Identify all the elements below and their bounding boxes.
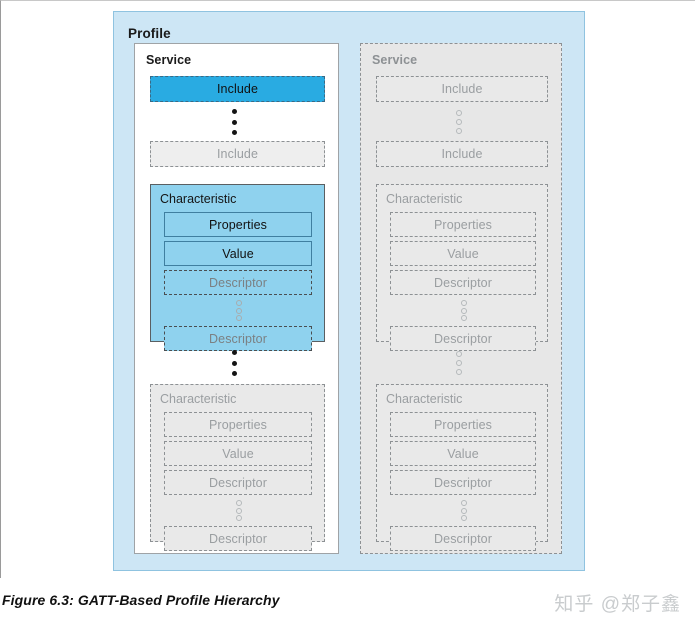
value-box[interactable]: Value — [390, 241, 536, 266]
characteristic-ghost-first[interactable]: Characteristic Properties Value Descript… — [376, 184, 548, 351]
include-box-first[interactable]: Include — [376, 76, 548, 102]
properties-box[interactable]: Properties — [390, 412, 536, 437]
include-ellipsis — [231, 109, 237, 135]
characteristic-title: Characteristic — [160, 192, 237, 206]
characteristic-title: Characteristic — [386, 192, 463, 206]
value-box[interactable]: Value — [164, 441, 312, 466]
descriptor-box-first[interactable]: Descriptor — [390, 270, 536, 295]
watermark: 知乎 @郑子鑫 — [554, 594, 681, 615]
descriptor-box-first[interactable]: Descriptor — [164, 470, 312, 495]
value-box[interactable]: Value — [390, 441, 536, 466]
characteristic-active[interactable]: Characteristic Properties Value Descript… — [150, 184, 325, 351]
properties-box[interactable]: Properties — [164, 212, 312, 237]
service-title: Service — [146, 53, 192, 67]
include-box-ghost[interactable]: Include — [150, 141, 325, 167]
service-ghost[interactable]: Service Include Include Characteristic P… — [360, 43, 562, 554]
properties-box[interactable]: Properties — [164, 412, 312, 437]
include-ellipsis — [455, 110, 462, 134]
descriptor-box-last[interactable]: Descriptor — [390, 526, 536, 551]
descriptor-ellipsis — [235, 500, 242, 521]
descriptor-box-last[interactable]: Descriptor — [164, 526, 312, 551]
include-box-highlighted[interactable]: Include — [150, 76, 325, 102]
descriptor-box-first[interactable]: Descriptor — [164, 270, 312, 295]
characteristic-ellipsis — [231, 350, 237, 376]
descriptor-box-first[interactable]: Descriptor — [390, 470, 536, 495]
characteristic-ghost-last[interactable]: Characteristic Properties Value Descript… — [376, 384, 548, 551]
descriptor-box-last[interactable]: Descriptor — [164, 326, 312, 351]
service-title: Service — [372, 53, 418, 67]
profile-container: Profile Service Include Include Characte… — [113, 11, 585, 571]
service-active[interactable]: Service Include Include Characteristic P… — [134, 43, 339, 554]
properties-box[interactable]: Properties — [390, 212, 536, 237]
descriptor-ellipsis — [460, 500, 467, 521]
profile-title: Profile — [128, 26, 171, 41]
characteristic-ghost[interactable]: Characteristic Properties Value Descript… — [150, 384, 325, 551]
figure-caption: Figure 6.3: GATT-Based Profile Hierarchy — [2, 592, 280, 608]
descriptor-box-last[interactable]: Descriptor — [390, 326, 536, 351]
descriptor-ellipsis — [460, 300, 467, 321]
descriptor-ellipsis — [235, 300, 242, 321]
characteristic-title: Characteristic — [386, 392, 463, 406]
figure-area: Profile Service Include Include Characte… — [0, 0, 695, 578]
include-box-last[interactable]: Include — [376, 141, 548, 167]
value-box[interactable]: Value — [164, 241, 312, 266]
characteristic-title: Characteristic — [160, 392, 237, 406]
characteristic-ellipsis — [455, 351, 462, 375]
